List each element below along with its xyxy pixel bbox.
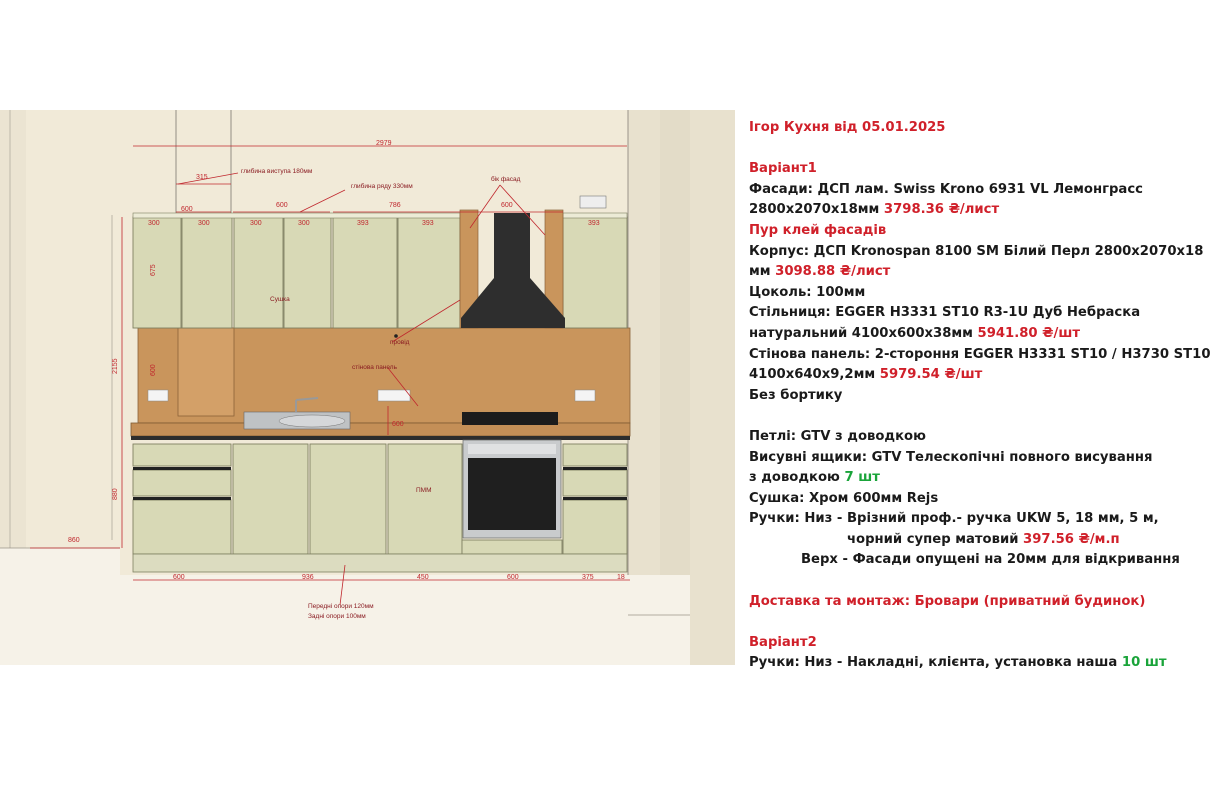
spec-facades-line1: Фасади: ДСП лам. Swiss Krono 6931 VL Лем… bbox=[749, 181, 1143, 197]
spec-title: Ігор Кухня від 05.01.2025 bbox=[749, 120, 946, 135]
spec-handles-line2: чорний супер матовий 397.56 ₴/м.п bbox=[847, 531, 1120, 547]
spec-handles-line3: Верх - Фасади опущені на 20мм для відкри… bbox=[801, 552, 1180, 568]
spec-dryer: Сушка: Хром 600мм Rejs bbox=[749, 490, 939, 506]
dim-upper-300-c: 300 bbox=[250, 220, 262, 227]
spec-delivery: Доставка та монтаж: Бровари (приватний б… bbox=[749, 593, 1146, 609]
dim-600-b: 600 bbox=[276, 202, 288, 209]
spec-drawers-count: 7 шт bbox=[844, 470, 880, 486]
dim-mid-600: 600 bbox=[392, 421, 404, 428]
spec-body-line1: Корпус: ДСП Kronospan 8100 SM Білий Перл… bbox=[749, 243, 1204, 259]
upper-door-4 bbox=[283, 216, 332, 329]
protrusion-box bbox=[177, 327, 235, 417]
dim-hood-600: 600 bbox=[501, 202, 513, 209]
spec-worktop-line1: Стільниця: EGGER H3331 ST10 R3-1U Дуб Не… bbox=[749, 305, 1141, 321]
dim-upper-393-a: 393 bbox=[357, 220, 369, 227]
faucet bbox=[295, 397, 319, 412]
note-wire: провід bbox=[390, 339, 410, 346]
dim-upper-393-b: 393 bbox=[422, 220, 434, 227]
dim-bottom-18: 18 bbox=[617, 574, 625, 581]
note-dryer: Сушка bbox=[270, 296, 290, 303]
floor bbox=[0, 548, 690, 665]
upper-door-7 bbox=[562, 216, 628, 329]
dim-bottom-600: 600 bbox=[173, 574, 185, 581]
upper-cabinets bbox=[132, 216, 628, 329]
spec-facades-price: 3798.36 ₴/лист bbox=[883, 202, 1000, 218]
spec-no-edge: Без бортику bbox=[749, 387, 843, 403]
note-wall-panel: стінова панель bbox=[352, 364, 397, 371]
dim-upper-300-b: 300 bbox=[198, 220, 210, 227]
cooktop bbox=[462, 412, 558, 425]
note-back-legs: Задні опори 100мм bbox=[308, 613, 366, 620]
spec-drawers-line2: з доводкою 7 шт bbox=[749, 470, 880, 486]
spec-handles-v2: Ручки: Низ - Накладні, клієнта, установк… bbox=[749, 655, 1167, 671]
spec-facades-line2: 2800x2070x18мм 3798.36 ₴/лист bbox=[749, 202, 1000, 218]
dim-bottom-375: 375 bbox=[582, 574, 594, 581]
outlets bbox=[147, 389, 596, 402]
note-row-depth: глибина ряду 330мм bbox=[351, 183, 413, 190]
specification-panel: Ігор Кухня від 05.01.2025 Варіант1 Фасад… bbox=[749, 118, 1211, 674]
spec-drawers-line1: Висувні ящики: GTV Телескопічні повного … bbox=[749, 449, 1153, 465]
dim-315: 315 bbox=[196, 174, 208, 181]
dim-600-a: 600 bbox=[181, 206, 193, 213]
upper-door-3 bbox=[233, 216, 284, 329]
dim-786: 786 bbox=[389, 202, 401, 209]
dim-bottom-600-b: 600 bbox=[507, 574, 519, 581]
spec-variant1: Варіант1 bbox=[749, 161, 817, 177]
kitchen-drawing: 2979 315 600 600 786 600 300 300 300 300… bbox=[0, 110, 735, 665]
note-protrusion-depth: глибина виступа 180мм bbox=[241, 168, 313, 175]
note-dishwasher: ПММ bbox=[416, 487, 432, 494]
spec-worktop-line2: натуральний 4100x600x38мм 5941.80 ₴/шт bbox=[749, 325, 1080, 341]
spec-plinth: Цоколь: 100мм bbox=[749, 284, 866, 300]
note-side-facade: бік фасад bbox=[491, 176, 521, 183]
right-wall-edge bbox=[660, 110, 690, 665]
spec-handles-line1: Ручки: Низ - Врізний проф.- ручка UKW 5,… bbox=[749, 511, 1159, 527]
roof-box bbox=[579, 195, 607, 209]
dim-bottom-450: 450 bbox=[417, 574, 429, 581]
kitchen-render bbox=[0, 110, 735, 665]
upper-door-1 bbox=[132, 216, 182, 329]
dim-upper-height: 675 bbox=[150, 264, 157, 276]
dim-total-height: 2155 bbox=[112, 358, 119, 374]
spec-hinges: Петлі: GTV з доводкою bbox=[749, 428, 926, 444]
spec-panel-line2: 4100x640x9,2мм 5979.54 ₴/шт bbox=[749, 367, 983, 383]
left-wall bbox=[0, 110, 26, 548]
spec-body-line2: мм 3098.88 ₴/лист bbox=[749, 264, 891, 280]
dim-total-width: 2979 bbox=[376, 140, 392, 147]
note-front-legs: Передні опори 120мм bbox=[308, 603, 374, 610]
dim-backsplash-height: 600 bbox=[150, 364, 157, 376]
upper-door-6 bbox=[397, 216, 461, 329]
plinth bbox=[132, 553, 628, 573]
spec-panel-line1: Стінова панель: 2-стороння EGGER H3331 S… bbox=[749, 346, 1211, 362]
spec-body-price: 3098.88 ₴/лист bbox=[775, 264, 891, 280]
dim-floor-860: 860 bbox=[68, 537, 80, 544]
spec-panel-price: 5979.54 ₴/шт bbox=[879, 367, 983, 383]
upper-door-2 bbox=[181, 216, 233, 329]
dim-bottom-936: 936 bbox=[302, 574, 314, 581]
range-hood bbox=[461, 213, 565, 328]
spec-variant2: Варіант2 bbox=[749, 634, 817, 650]
dimension-lines bbox=[30, 145, 630, 606]
base-cabinets bbox=[132, 443, 628, 555]
dim-upper-300-d: 300 bbox=[298, 220, 310, 227]
dim-upper-300-a: 300 bbox=[148, 220, 160, 227]
spec-handles-price: 397.56 ₴/м.п bbox=[1023, 531, 1120, 547]
upper-door-5 bbox=[332, 216, 398, 329]
dim-upper-393-c: 393 bbox=[588, 220, 600, 227]
spec-pur: Пур клей фасадів bbox=[749, 222, 887, 238]
spec-handles-v2-count: 10 шт bbox=[1121, 655, 1167, 671]
dim-base-height: 880 bbox=[112, 488, 119, 500]
spec-worktop-price: 5941.80 ₴/шт bbox=[977, 325, 1080, 341]
